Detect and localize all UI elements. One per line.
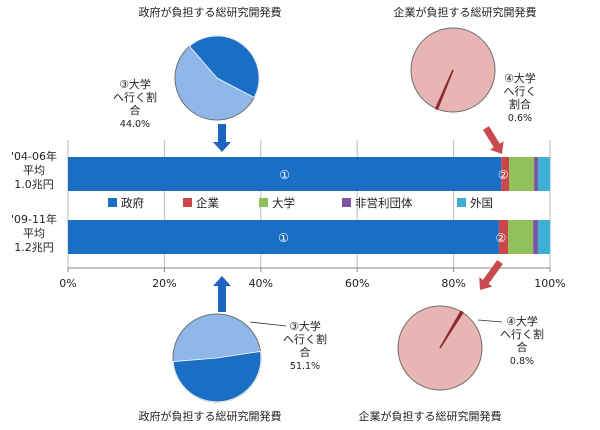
pie-label: ③大学: [119, 77, 151, 91]
bar-segment-2-4: [533, 220, 538, 254]
legend-swatch: [108, 198, 117, 207]
bar-segment-1-5: [537, 157, 550, 191]
bar-segment-1-1: [68, 157, 502, 191]
pie-label: へ行く割: [283, 332, 327, 346]
category-label: 平均: [23, 164, 45, 177]
bar-segment-2-1: [68, 220, 499, 254]
bar-segment-2-5: [537, 220, 550, 254]
legend-swatch: [183, 198, 192, 207]
arrow-shape: [479, 259, 503, 291]
pie-value: 51.1%: [290, 361, 320, 372]
arrow-up-icon: [213, 276, 231, 312]
legend-label: 非営利団体: [355, 196, 413, 210]
pie-value: 0.8%: [510, 356, 534, 367]
bar-marker: ②: [496, 231, 507, 245]
legend-swatch: [457, 198, 466, 207]
category-label: '04-06年: [11, 149, 57, 163]
x-tick-label: 80%: [441, 277, 465, 290]
x-tick-label: 20%: [152, 277, 176, 290]
x-tick-label: 60%: [345, 277, 369, 290]
bar-segment-2-3: [508, 220, 534, 254]
pie-label: 合: [130, 103, 141, 117]
pie-label: 割合: [509, 97, 531, 111]
x-tick-label: 100%: [534, 277, 565, 290]
arrow-diagonal-icon: [483, 126, 504, 155]
arrow-shape: [483, 126, 504, 155]
bar-marker: ②: [498, 168, 509, 182]
pie-label: へ行く割: [500, 327, 544, 341]
bar-segment-2-2: [498, 220, 509, 254]
pie-slice: [439, 310, 464, 349]
pie-label: へ行く割: [113, 90, 157, 104]
legend-label: 政府: [121, 196, 144, 210]
bar-segment-1-2: [501, 157, 510, 191]
bar-segment-1-4: [534, 157, 538, 191]
x-tick-label: 0%: [59, 277, 76, 290]
bar-marker: ①: [279, 168, 290, 182]
leader-line: [249, 321, 287, 327]
legend-label: 企業: [196, 196, 219, 210]
pie-title: 政府が負担する総研究開発費: [139, 5, 282, 19]
legend-swatch: [342, 198, 351, 207]
pie-slice: [172, 350, 262, 403]
pie-label: へ行く: [504, 85, 537, 98]
legend-label: 外国: [470, 196, 493, 210]
arrow-diagonal-icon: [479, 259, 503, 291]
pie-title: 企業が負担する総研究開発費: [359, 409, 502, 423]
pie-title: 政府が負担する総研究開発費: [139, 409, 282, 423]
category-label: 平均: [23, 227, 45, 240]
pie-slice: [434, 69, 454, 111]
arrow-down-icon: [213, 124, 231, 152]
category-label: 1.2兆円: [14, 241, 54, 254]
pie-label: ③大学: [289, 319, 321, 333]
x-tick-label: 40%: [249, 277, 273, 290]
legend-swatch: [259, 198, 268, 207]
pie-label: ④大学: [506, 314, 538, 328]
legend-label: 大学: [272, 196, 295, 210]
pie-value: 0.6%: [508, 113, 532, 124]
bar-segment-1-3: [509, 157, 535, 191]
pie-label: ④大学: [504, 71, 536, 85]
category-label: '09-11年: [11, 212, 57, 226]
pie-label: 合: [517, 340, 528, 354]
category-label: 1.0兆円: [14, 178, 54, 191]
bar-marker: ①: [278, 231, 289, 245]
pie-label: 合: [300, 345, 311, 359]
leader-line: [477, 319, 503, 323]
pie-slice: [188, 35, 260, 98]
pie-value: 44.0%: [120, 119, 150, 130]
pie-title: 企業が負担する総研究開発費: [394, 5, 537, 19]
